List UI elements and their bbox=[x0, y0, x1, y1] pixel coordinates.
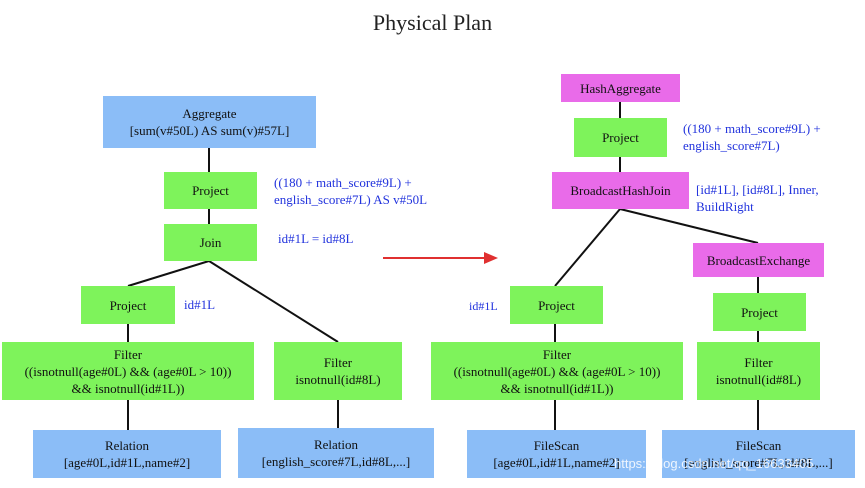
node-detail: [age#0L,id#1L,name#2] bbox=[63, 455, 191, 470]
node-label: Project bbox=[538, 297, 575, 313]
edge bbox=[208, 260, 339, 343]
join-condition-note: id#1L = id#8L bbox=[278, 231, 354, 246]
node-label: Relation bbox=[104, 438, 150, 453]
project-node: Project bbox=[164, 172, 257, 209]
physical-project-note: ((180 + math_score#9L) + english_score#7… bbox=[683, 121, 821, 153]
filescan-left-node: FileScan [age#0L,id#1L,name#2] bbox=[467, 430, 646, 478]
broadcast-hash-join-note: [id#1L], [id#8L], Inner, BuildRight bbox=[696, 182, 819, 214]
filescan-right-node: FileScan [english_score#7L,id#8L,...] bbox=[662, 430, 855, 478]
physical-project-left-node: Project bbox=[510, 286, 603, 324]
node-detail: [english_score#7L,id#8L,...] bbox=[261, 454, 411, 469]
node-label: Filter bbox=[744, 355, 773, 370]
edge bbox=[554, 208, 621, 287]
node-label: Project bbox=[602, 130, 639, 145]
aggregate-node: Aggregate [sum(v#50L) AS sum(v)#57L] bbox=[103, 96, 316, 148]
node-label: HashAggregate bbox=[580, 80, 661, 96]
node-detail: [english_score#7L,id#8L,...] bbox=[684, 455, 833, 470]
filter-condition: isnotnull(id#8L) bbox=[715, 372, 802, 387]
filter-left-node: Filter ((isnotnull(age#0L) && (age#0L > … bbox=[2, 342, 254, 400]
filter-right-node: Filter isnotnull(id#8L) bbox=[274, 342, 402, 400]
physical-project-node: Project bbox=[574, 118, 667, 157]
node-label: Project bbox=[109, 297, 147, 313]
broadcast-exchange-node: BroadcastExchange bbox=[693, 243, 824, 277]
node-label: Join bbox=[199, 235, 222, 250]
node-label: Relation bbox=[313, 437, 359, 452]
join-node: Join bbox=[164, 224, 257, 261]
node-label: BroadcastExchange bbox=[706, 252, 811, 268]
filter-condition: ((isnotnull(age#0L) && (age#0L > 10)) bbox=[24, 363, 232, 379]
node-label: Project bbox=[192, 183, 229, 198]
physical-project-left-note: id#1L bbox=[469, 299, 498, 313]
node-label: Filter bbox=[542, 346, 572, 362]
node-detail: [sum(v#50L) AS sum(v)#57L] bbox=[129, 123, 290, 138]
project-left-node: Project bbox=[81, 286, 175, 324]
edge bbox=[127, 260, 210, 287]
transform-arrow bbox=[383, 252, 498, 264]
project-expression-note: ((180 + math_score#9L) + english_score#7… bbox=[274, 175, 428, 207]
filter-condition: && isnotnull(id#1L)) bbox=[500, 380, 614, 396]
physical-project-right-node: Project bbox=[713, 293, 806, 331]
physical-filter-right-node: Filter isnotnull(id#8L) bbox=[697, 342, 820, 400]
physical-filter-left-node: Filter ((isnotnull(age#0L) && (age#0L > … bbox=[431, 342, 683, 400]
project-left-note: id#1L bbox=[184, 297, 216, 312]
node-label: BroadcastHashJoin bbox=[570, 183, 671, 198]
relation-left-node: Relation [age#0L,id#1L,name#2] bbox=[33, 430, 221, 478]
node-label: Filter bbox=[323, 355, 353, 370]
node-label: Aggregate bbox=[182, 106, 237, 121]
relation-right-node: Relation [english_score#7L,id#8L,...] bbox=[238, 428, 434, 478]
node-label: FileScan bbox=[735, 438, 782, 453]
node-label: FileScan bbox=[533, 438, 580, 453]
watermark: https://blog.csdn.net/qq_16633405 bbox=[614, 456, 814, 471]
edge bbox=[619, 208, 759, 244]
node-label: Filter bbox=[113, 346, 143, 362]
node-label: Project bbox=[741, 304, 778, 320]
node-detail: [age#0L,id#1L,name#2] bbox=[493, 455, 620, 470]
filter-condition: ((isnotnull(age#0L) && (age#0L > 10)) bbox=[453, 363, 661, 379]
filter-condition: && isnotnull(id#1L)) bbox=[71, 380, 185, 396]
page-title: Physical Plan bbox=[372, 10, 493, 35]
broadcast-hash-join-node: BroadcastHashJoin bbox=[552, 172, 689, 209]
filter-condition: isnotnull(id#8L) bbox=[295, 372, 381, 387]
hash-aggregate-node: HashAggregate bbox=[561, 74, 680, 102]
